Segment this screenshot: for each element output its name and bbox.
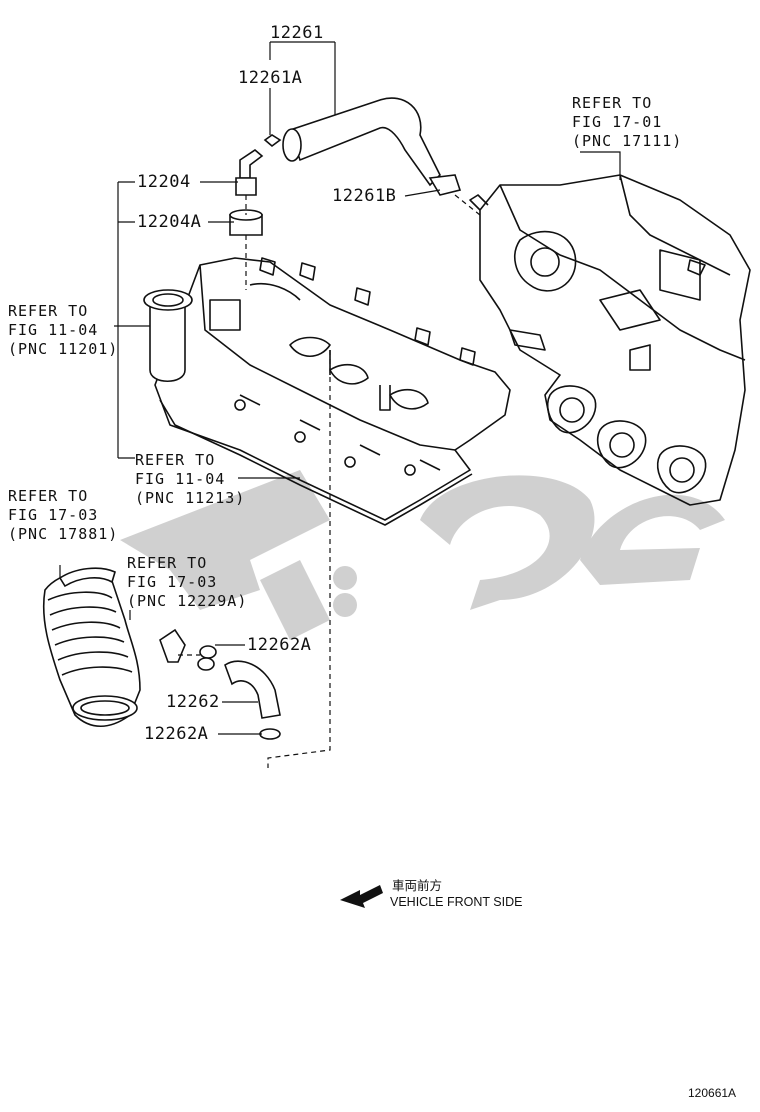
direction-english: VEHICLE FRONT SIDE xyxy=(390,895,523,909)
watermark-logo xyxy=(120,470,725,640)
label-12262a-bottom: 12262A xyxy=(144,724,209,744)
label-12261a: 12261A xyxy=(238,68,303,88)
intake-manifold xyxy=(469,174,751,506)
figure-number: 120661A xyxy=(688,1086,737,1100)
oil-filler-neck xyxy=(143,289,193,382)
direction-japanese: 車両前方 xyxy=(392,879,443,893)
label-12204: 12204 xyxy=(137,172,191,192)
pcv-hose-12261 xyxy=(282,97,462,196)
label-12204a: 12204A xyxy=(137,212,202,232)
air-intake-hose xyxy=(42,567,141,727)
label-12262a-top: 12262A xyxy=(247,635,312,655)
pcv-valve-12204 xyxy=(229,134,282,236)
label-12262: 12262 xyxy=(166,692,220,712)
label-12261: 12261 xyxy=(270,23,324,43)
front-arrow-icon xyxy=(340,885,383,908)
leader-lines xyxy=(59,41,621,735)
pcv-hose-12262 xyxy=(159,628,281,740)
label-12261b: 12261B xyxy=(332,186,397,206)
dashed-guides xyxy=(178,194,481,768)
